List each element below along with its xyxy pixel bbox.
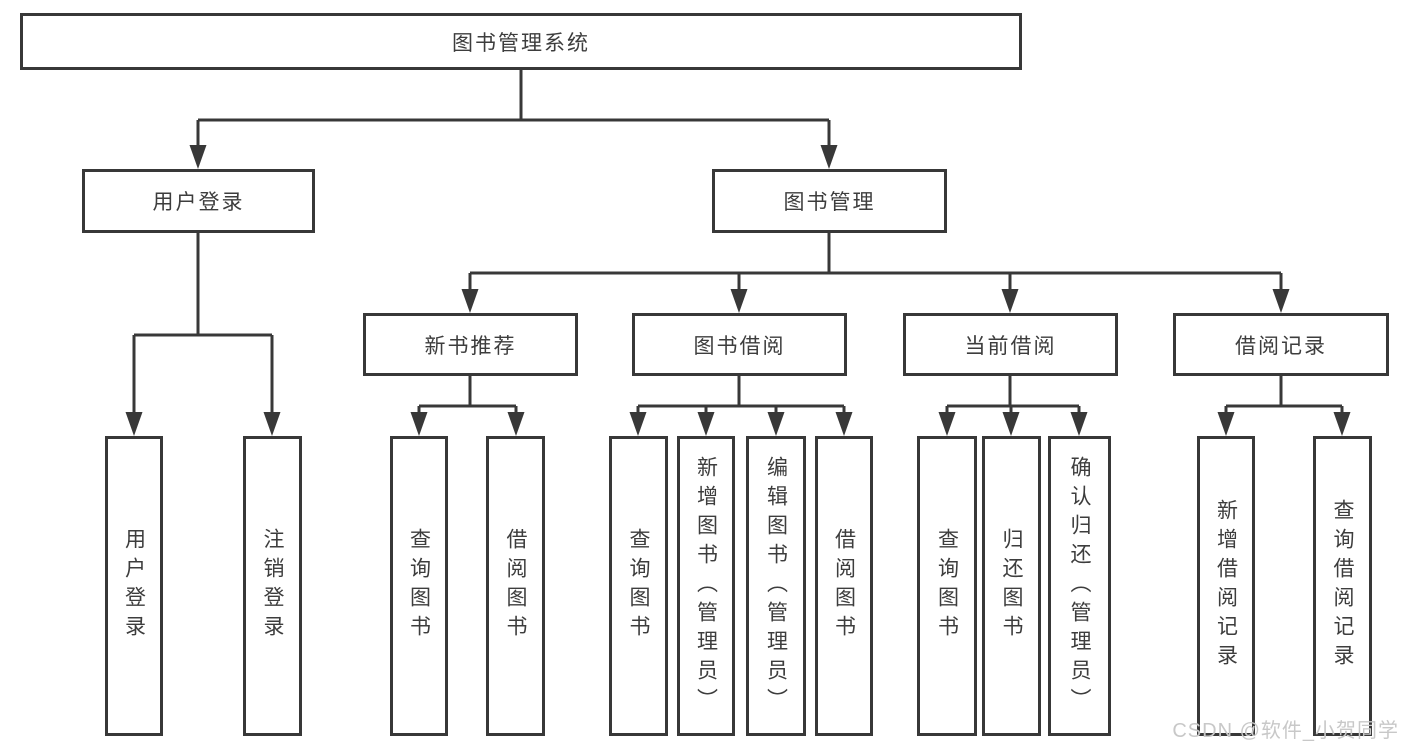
leaf-bb-edit-books-admin-label: 编辑图书（管理员）	[764, 455, 788, 717]
node-new-book-recommend-label: 新书推荐	[424, 334, 517, 358]
csdn-watermark: CSDN @软件_小贺同学	[1172, 720, 1399, 742]
leaf-bb-edit-books-admin: 编辑图书（管理员）	[746, 436, 806, 736]
leaf-nb-borrow-books-label: 借阅图书	[504, 528, 527, 644]
node-borrow-records-label: 借阅记录	[1235, 334, 1327, 358]
node-root-label: 图书管理系统	[452, 31, 590, 55]
leaf-cb-return-books-label: 归还图书	[1000, 528, 1023, 644]
leaf-cb-query-books-label: 查询图书	[935, 528, 959, 644]
node-book-borrow-label: 图书借阅	[693, 334, 786, 358]
leaf-br-query-record-label: 查询借阅记录	[1331, 499, 1354, 673]
leaf-nb-query-books-label: 查询图书	[407, 528, 431, 644]
leaf-logout: 注销登录	[243, 436, 302, 736]
leaf-cb-return-books: 归还图书	[982, 436, 1041, 736]
node-borrow-records: 借阅记录	[1173, 313, 1389, 376]
node-root: 图书管理系统	[20, 13, 1022, 70]
node-book-borrow: 图书借阅	[632, 313, 847, 376]
node-book-management: 图书管理	[712, 169, 947, 233]
node-user-login-label: 用户登录	[152, 191, 245, 214]
leaf-bb-add-books-admin: 新增图书（管理员）	[677, 436, 735, 736]
node-current-borrow-label: 当前借阅	[964, 334, 1057, 358]
leaf-user-login: 用户登录	[105, 436, 163, 736]
leaf-bb-query-books: 查询图书	[609, 436, 668, 736]
leaf-br-query-record: 查询借阅记录	[1313, 436, 1372, 736]
leaf-br-add-record: 新增借阅记录	[1197, 436, 1255, 736]
leaf-bb-query-books-label: 查询图书	[627, 528, 650, 644]
leaf-bb-borrow-books: 借阅图书	[815, 436, 873, 736]
leaf-bb-add-books-admin-label: 新增图书（管理员）	[694, 455, 718, 717]
node-book-management-label: 图书管理	[783, 191, 876, 214]
leaf-br-add-record-label: 新增借阅记录	[1214, 499, 1238, 673]
leaf-nb-borrow-books: 借阅图书	[486, 436, 545, 736]
node-new-book-recommend: 新书推荐	[363, 313, 578, 376]
leaf-logout-label: 注销登录	[261, 528, 284, 644]
node-current-borrow: 当前借阅	[903, 313, 1118, 376]
leaf-cb-confirm-return-admin-label: 确认归还（管理员）	[1068, 455, 1091, 717]
leaf-user-login-label: 用户登录	[122, 528, 146, 644]
leaf-nb-query-books: 查询图书	[390, 436, 448, 736]
leaf-cb-query-books: 查询图书	[917, 436, 977, 736]
node-user-login: 用户登录	[82, 169, 315, 233]
leaf-bb-borrow-books-label: 借阅图书	[832, 528, 856, 644]
leaf-cb-confirm-return-admin: 确认归还（管理员）	[1048, 436, 1111, 736]
